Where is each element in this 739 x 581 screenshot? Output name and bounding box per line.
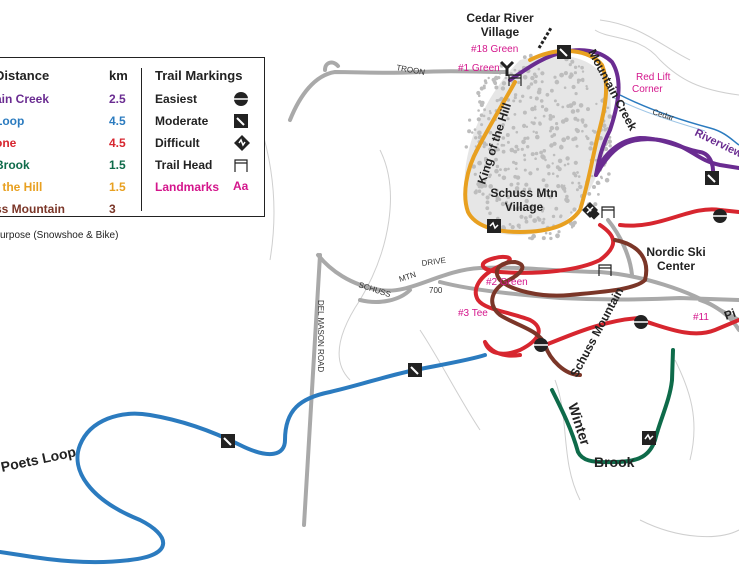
circle-icon (713, 209, 727, 223)
landmark-red-lift-2: Corner (632, 84, 663, 95)
legend-footnote: urpose (Snowshoe & Bike) (0, 230, 119, 241)
trail-label-pi: Pi (722, 306, 737, 323)
trailhead-icon (601, 206, 615, 218)
cedar-river (611, 94, 739, 146)
trail-king-of-the-hill (463, 48, 609, 234)
trailhead-icon (234, 159, 248, 172)
legend-divider (141, 68, 142, 211)
nordic-label-1: Nordic Ski (646, 245, 705, 259)
lift-icon (499, 60, 515, 76)
road-label-cedar: Cedar (651, 107, 675, 122)
square-icon (408, 363, 422, 377)
square-icon (221, 434, 235, 448)
legend-head-distance: Distance (0, 68, 50, 83)
road-right (698, 298, 739, 332)
square-icon (234, 114, 248, 128)
legend-marking-label: Difficult (155, 136, 200, 150)
circle-icon (234, 92, 248, 106)
ski-hill-area (464, 53, 613, 241)
trail-label-poets: Poets Loop (0, 443, 77, 475)
road-label-700: 700 (429, 286, 443, 295)
trailhead-icon (508, 74, 522, 86)
square-icon (557, 45, 571, 59)
legend-trail-km: 4.5 (109, 136, 126, 150)
del-mason-road (302, 253, 322, 527)
road-label-mtn: MTN (398, 270, 417, 284)
diamond-icon (487, 219, 501, 233)
legend-trail-name: f the Hill (0, 180, 43, 194)
landmark-2-green: #2 Green (486, 277, 528, 288)
road-700 (438, 280, 739, 302)
diamond-icon (234, 135, 250, 151)
legend-marking-label: Easiest (155, 92, 198, 106)
nordic-label-2: Center (657, 259, 695, 273)
trailhead-icon (598, 264, 612, 276)
nordic-road (606, 218, 634, 277)
legend-trail-name: Loop (0, 114, 25, 128)
cedar-river-label-2: Village (481, 25, 520, 39)
legend-trail-name: ss Mountain (0, 202, 66, 216)
trail-poets-loop (0, 353, 487, 565)
diamond-icon (642, 431, 656, 445)
legend-panel: Distance km Trail Markings ain Creek 2.5… (0, 57, 265, 217)
landmark-aa-icon: Aa (233, 179, 249, 193)
schuss-village-label-2: Village (505, 200, 544, 214)
landmark-red-lift-1: Red Lift (636, 72, 671, 83)
troon-spur (323, 60, 340, 72)
troon-road (288, 69, 507, 122)
flag-icon (537, 27, 553, 49)
road-label-drive: DRIVE (421, 256, 446, 268)
trails (0, 48, 739, 565)
trail-markers (221, 27, 727, 448)
legend-trail-km: 1.5 (109, 180, 126, 194)
legend-head-km: km (109, 68, 128, 83)
legend-trail-name: Brook (0, 158, 30, 172)
legend-trail-km: 2.5 (109, 92, 126, 106)
schuss-mtn-drive (316, 253, 739, 322)
legend-trail-km: 3 (109, 202, 116, 216)
legend-head-markings: Trail Markings (155, 68, 243, 83)
square-icon (705, 171, 719, 185)
schuss-village-label-1: Schuss Mtn (490, 186, 557, 200)
landmark-1-green: #1 Green (458, 63, 500, 74)
road-label-del-mason: DEL MASON ROAD (316, 300, 325, 372)
legend-trail-name: ain Creek (0, 92, 50, 106)
landmark-18-green: #18 Green (471, 44, 518, 55)
trail-label-brook: Brook (594, 454, 635, 470)
trail-winter-brook (550, 348, 675, 465)
legend-marking-label: Trail Head (155, 158, 213, 172)
trail-schuss-mountain (490, 238, 649, 377)
schuss-drive-branch (358, 288, 412, 304)
road-label-troon: TROON (396, 63, 426, 77)
legend-trail-km: 4.5 (109, 114, 126, 128)
circle-icon (634, 315, 648, 329)
legend-trail-name: one (0, 136, 17, 150)
legend-marking-label: Landmarks (155, 180, 220, 194)
legend-marking-label: Moderate (155, 114, 209, 128)
circle-icon (534, 338, 548, 352)
landmark-3-tee: #3 Tee (458, 308, 488, 319)
trail-riverview (594, 136, 716, 180)
roads (288, 60, 739, 527)
landmark-11: #11 (693, 312, 709, 323)
legend-trail-km: 1.5 (109, 158, 126, 172)
cedar-river-label-1: Cedar River (466, 11, 534, 25)
